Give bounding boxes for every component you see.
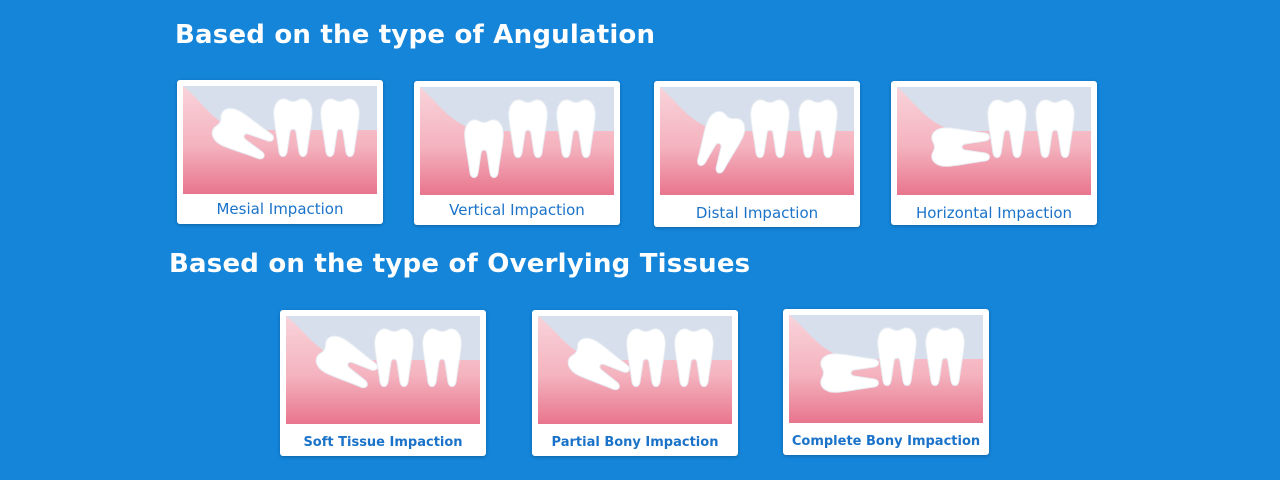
vertical-impaction-label: Vertical Impaction	[449, 201, 585, 219]
mesial-impaction-label: Mesial Impaction	[216, 200, 344, 218]
complete-bony-impaction-label: Complete Bony Impaction	[791, 434, 981, 449]
partial-bony-impaction-illustration	[538, 316, 732, 424]
mesial-impaction-illustration	[183, 86, 377, 194]
soft-tissue-impaction-illustration	[286, 316, 480, 424]
horizontal-impaction-label: Horizontal Impaction	[915, 204, 1073, 222]
distal-impaction-illustration	[660, 87, 854, 195]
complete-bony-impaction-illustration	[789, 315, 983, 423]
soft-tissue-impaction-label: Soft Tissue Impaction	[303, 435, 463, 450]
partial-bony-impaction-label: Partial Bony Impaction	[551, 435, 719, 450]
complete-bony-impaction-card: Complete Bony Impaction	[783, 309, 989, 455]
distal-impaction-card: Distal Impaction	[654, 81, 860, 227]
horizontal-impaction-illustration	[897, 87, 1091, 195]
tissues-heading: Based on the type of Overlying Tissues	[169, 249, 751, 279]
distal-impaction-label: Distal Impaction	[695, 204, 819, 222]
horizontal-impaction-card: Horizontal Impaction	[891, 81, 1097, 225]
partial-bony-impaction-card: Partial Bony Impaction	[532, 310, 738, 456]
soft-tissue-impaction-card: Soft Tissue Impaction	[280, 310, 486, 456]
vertical-impaction-card: Vertical Impaction	[414, 81, 620, 225]
mesial-impaction-card: Mesial Impaction	[177, 80, 383, 224]
angulation-heading: Based on the type of Angulation	[175, 20, 656, 50]
vertical-impaction-illustration	[420, 87, 614, 195]
